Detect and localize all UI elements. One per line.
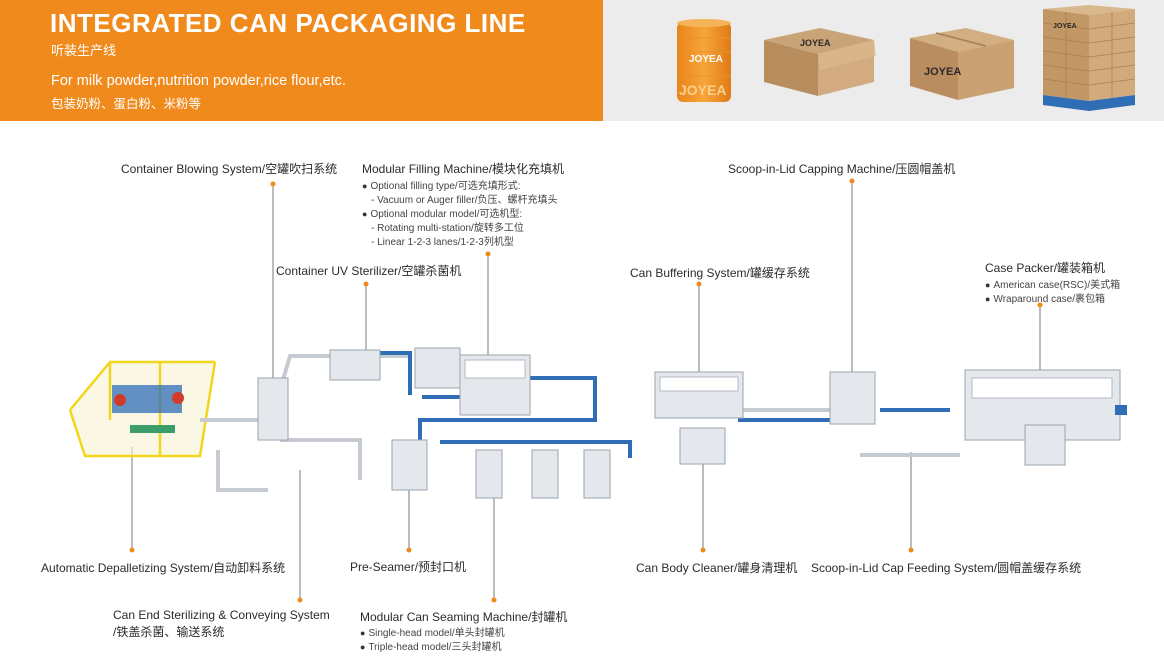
label-modular-filling: Modular Filling Machine/模块化充填机 [362, 162, 565, 176]
blue-conveyors [380, 351, 950, 458]
gray-conveyors [200, 354, 960, 492]
case-packer-option-wraparound: ●Wraparound case/裹包箱 [985, 294, 1105, 305]
label-capping-machine: Scoop-in-Lid Capping Machine/压圆帽盖机 [728, 162, 956, 176]
application-description-cn: 包装奶粉、蛋白粉、米粉等 [51, 97, 202, 111]
seaming-option-single: ●Single-head model/单头封罐机 [360, 628, 505, 639]
machine-modules [257, 347, 1121, 499]
closed-carton-image: JOYEA [906, 26, 1018, 102]
seaming-option-triple: ●Triple-head model/三头封罐机 [360, 642, 502, 653]
leader-lines [131, 181, 1041, 600]
can-logo-text: JOYEA [689, 54, 723, 65]
product-showcase: JOYEA JOYEA JOYEA JOYEA [603, 0, 1164, 121]
label-can-buffering: Can Buffering System/罐缓存系统 [630, 266, 810, 280]
open-carton-image: JOYEA [760, 26, 878, 98]
seaming-triple-text: Triple-head model/三头封罐机 [368, 642, 502, 653]
label-case-packer: Case Packer/罐装箱机 [985, 261, 1106, 275]
application-description: For milk powder,nutrition powder,rice fl… [51, 73, 346, 89]
page-subtitle-cn: 听装生产线 [51, 43, 117, 58]
label-depalletizing: Automatic Depalletizing System/自动卸料系统 [41, 561, 286, 575]
label-can-body-cleaner: Can Body Cleaner/罐身清理机 [636, 561, 798, 575]
label-pre-seamer: Pre-Seamer/预封口机 [350, 560, 467, 574]
pallet-logo: JOYEA [1053, 23, 1077, 30]
powder-can-image: JOYEA JOYEA [675, 18, 733, 104]
outfeed-block [1115, 405, 1127, 415]
seaming-single-text: Single-head model/单头封罐机 [368, 628, 505, 639]
label-can-end-sterilizing: Can End Sterilizing & Conveying System [113, 608, 330, 622]
label-uv-sterilizer: Container UV Sterilizer/空罐杀菌机 [276, 264, 462, 278]
filling-option-type: ●Optional filling type/可选充填形式: [362, 181, 521, 192]
label-can-end-sterilizing-cn: /铁盖杀菌、输送系统 [113, 625, 225, 639]
closed-carton-logo: JOYEA [924, 66, 962, 78]
can-bottom-text: JOYEA [679, 82, 727, 98]
label-cap-feeding: Scoop-in-Lid Cap Feeding System/圆帽盖缓存系统 [811, 561, 1082, 575]
label-container-blowing: Container Blowing System/空罐吹扫系统 [121, 162, 338, 176]
filling-option-vacuum: - Vacuum or Auger filler/负压、螺杆充填头 [371, 195, 558, 206]
case-rsc-text: American case(RSC)/美式箱 [993, 280, 1121, 291]
filling-option-model: ●Optional modular model/可选机型: [362, 209, 523, 220]
page-title: INTEGRATED CAN PACKAGING LINE [50, 8, 526, 38]
filling-option-rotating: - Rotating multi-station/旋转多工位 [371, 223, 524, 234]
case-wrap-text: Wraparound case/裹包箱 [993, 294, 1105, 305]
filling-model-text: Optional modular model/可选机型: [370, 209, 523, 220]
case-packer-option-rsc: ●American case(RSC)/美式箱 [985, 280, 1121, 291]
depalletizing-cell [68, 360, 217, 458]
label-can-seaming: Modular Can Seaming Machine/封罐机 [360, 610, 568, 624]
header-banner: INTEGRATED CAN PACKAGING LINE 听装生产线 For … [0, 0, 603, 121]
leader-dots [129, 178, 1043, 603]
filling-option-linear: - Linear 1-2-3 lanes/1-2-3列机型 [371, 237, 514, 248]
palletized-cartons-image: JOYEA [1042, 5, 1136, 111]
open-carton-logo: JOYEA [800, 38, 831, 48]
machine-details [464, 359, 1113, 399]
filling-type-text: Optional filling type/可选充填形式: [370, 181, 521, 192]
